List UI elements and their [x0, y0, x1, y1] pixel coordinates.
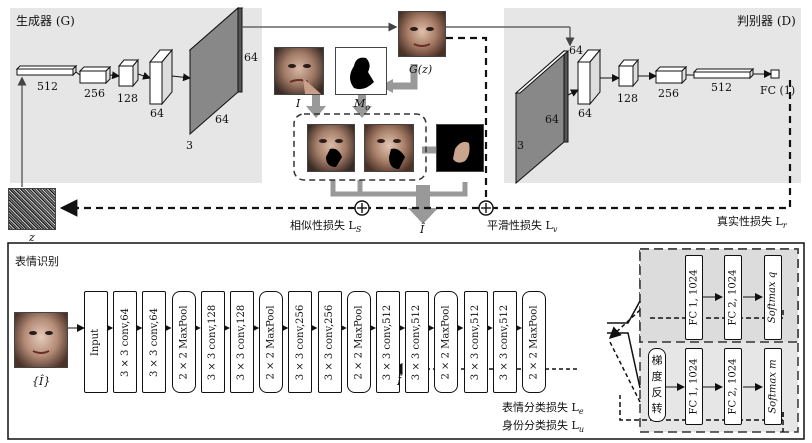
layer-14: 3 × 3 conv,512	[492, 291, 517, 393]
label-Ihat-top: Î	[420, 223, 425, 236]
layer-8: 3 × 3 conv,256	[317, 291, 342, 393]
layer-12: 2 × 2 MaxPool	[434, 291, 459, 393]
gen-dim-64a: 64	[150, 107, 164, 120]
head-q-softmax: Softmax q	[764, 255, 782, 340]
head-m-softmax: Softmax m	[764, 348, 782, 425]
layer-label: 3 × 3 conv,64	[119, 307, 131, 377]
noise-image-z	[8, 188, 56, 230]
recognition-title: 表情识别	[15, 255, 59, 268]
layer-5: 3 × 3 conv,128	[230, 291, 254, 393]
layer-label: 3 × 3 conv,512	[411, 304, 423, 380]
label-Mo: Mo	[354, 97, 371, 113]
loss-real: 真实性损失 Lr	[717, 215, 787, 231]
layer-label: 2 × 2 MaxPool	[178, 304, 190, 380]
label-I: I	[296, 97, 301, 110]
label-Ihat-bottom: Î	[397, 375, 402, 388]
discriminator-blocks	[514, 48, 780, 185]
gen-dim-3: 3	[186, 139, 193, 152]
composite-group	[293, 113, 427, 181]
head-m-fc1: FC 1, 1024	[685, 348, 703, 425]
loss-expression: 表情分类损失 Le	[502, 401, 584, 417]
head-q-fc1: FC 1, 1024	[685, 255, 703, 340]
label-Gz: G(z)	[409, 63, 433, 76]
layer-label: 2 × 2 MaxPool	[265, 304, 277, 380]
layer-13: 3 × 3 conv,512	[463, 291, 488, 393]
head-m-fc2: FC 2, 1024	[724, 348, 742, 425]
layer-label: 2 × 2 MaxPool	[353, 304, 365, 380]
layer-3: 2 × 2 MaxPool	[171, 291, 196, 393]
layer-2: 3 × 3 conv,64	[142, 291, 167, 393]
layer-4: 3 × 3 conv,128	[200, 291, 225, 393]
layer-label: 3 × 3 conv,256	[324, 304, 336, 380]
layer-label: 3 × 3 conv,256	[294, 304, 306, 380]
disc-dim-64c: 64	[578, 107, 592, 120]
layer-label: 3 × 3 conv,512	[470, 304, 482, 380]
label-Ihat-set: {Î}	[32, 375, 51, 388]
loss-identity: 身份分类损失 Lu	[502, 419, 584, 435]
layer-1: 3 × 3 conv,64	[113, 291, 138, 393]
layer-label: 3 × 3 conv,512	[382, 304, 394, 380]
layer-10: 3 × 3 conv,512	[376, 291, 400, 393]
mask-image-Mo	[335, 47, 387, 95]
layer-11: 3 × 3 conv,512	[405, 291, 430, 393]
layer-label: 2 × 2 MaxPool	[528, 304, 540, 380]
disc-dim-64a: 64	[569, 44, 583, 57]
disc-dim-512: 512	[711, 81, 732, 94]
face-image-I	[274, 47, 324, 95]
layer-label: 2 × 2 MaxPool	[440, 304, 452, 380]
gen-dim-64c: 64	[215, 113, 229, 126]
layer-label: 3 × 3 conv,128	[236, 304, 248, 380]
gen-dim-256: 256	[84, 87, 105, 100]
layer-label: 3 × 3 conv,64	[148, 307, 160, 377]
generator-title: 生成器 (G)	[16, 14, 75, 28]
layer-7: 3 × 3 conv,256	[288, 291, 313, 393]
gradient-reversal-box: 梯 度 反 转	[648, 348, 666, 422]
gen-dim-512: 512	[37, 80, 58, 93]
layer-label: Input	[90, 328, 102, 356]
disc-dim-64b: 64	[545, 113, 559, 126]
label-z: z	[29, 231, 35, 244]
disc-dim-3: 3	[517, 139, 524, 152]
discriminator-title: 判别器 (D)	[737, 14, 796, 28]
gray-arrows	[306, 64, 468, 224]
input-face-image	[14, 312, 68, 368]
gen-dim-128: 128	[117, 92, 138, 105]
layer-0: Input	[84, 291, 108, 393]
generator-blocks	[15, 6, 244, 136]
layer-label: 3 × 3 conv,128	[207, 304, 219, 380]
head-q-fc2: FC 2, 1024	[724, 255, 742, 340]
layer-6: 2 × 2 MaxPool	[259, 291, 284, 393]
loss-similarity: 相似性损失 LS	[290, 219, 362, 235]
loss-smooth: 平滑性损失 Lv	[487, 219, 558, 235]
layer-label: 3 × 3 conv,512	[499, 304, 511, 380]
disc-dim-256: 256	[658, 87, 679, 100]
gen-dim-64b: 64	[244, 51, 258, 64]
disc-fc-label: FC (1)	[760, 84, 796, 97]
composite-image-3	[436, 124, 484, 172]
face-image-Gz	[398, 11, 446, 57]
layer-9: 2 × 2 MaxPool	[346, 291, 371, 393]
composite-image-2	[364, 124, 414, 172]
composite-image-1	[307, 124, 355, 172]
layer-15: 2 × 2 MaxPool	[522, 291, 546, 393]
disc-dim-128: 128	[617, 92, 638, 105]
